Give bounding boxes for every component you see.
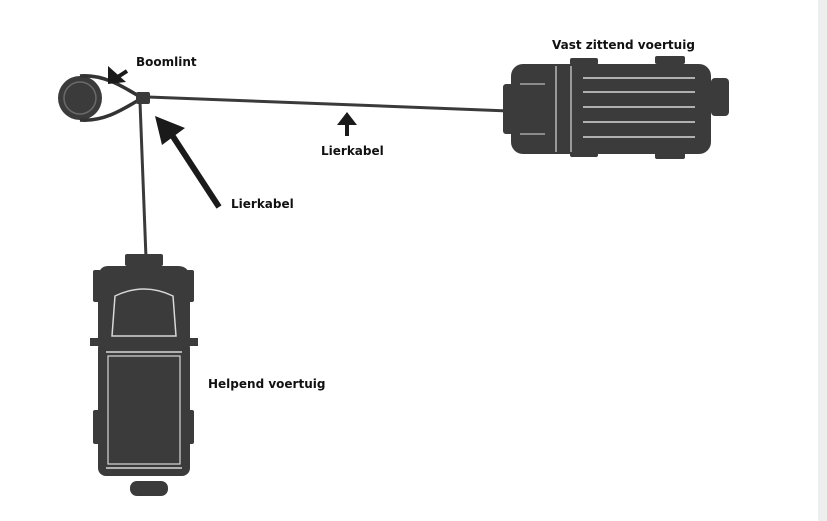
arrow-cable-horizontal [337, 112, 357, 136]
label-winch-cable-diagonal: Lierkabel [231, 197, 294, 211]
tree-with-strap [58, 74, 150, 122]
tree-trunk-ring [63, 81, 97, 115]
winch-cable-vertical [138, 101, 148, 259]
winch-cable-horizontal [147, 95, 511, 113]
label-stuck-vehicle: Vast zittend voertuig [552, 38, 695, 52]
label-winch-cable-horizontal: Lierkabel [321, 144, 384, 158]
label-tree-strap: Boomlint [136, 55, 197, 69]
snatch-block [136, 92, 150, 104]
arrow-cable-diagonal [155, 116, 222, 209]
label-helping-vehicle: Helpend voertuig [208, 377, 326, 391]
stuck-vehicle [503, 56, 729, 159]
arrow-boomlint [108, 66, 129, 84]
helping-vehicle [90, 254, 198, 496]
page-edge [818, 0, 827, 521]
